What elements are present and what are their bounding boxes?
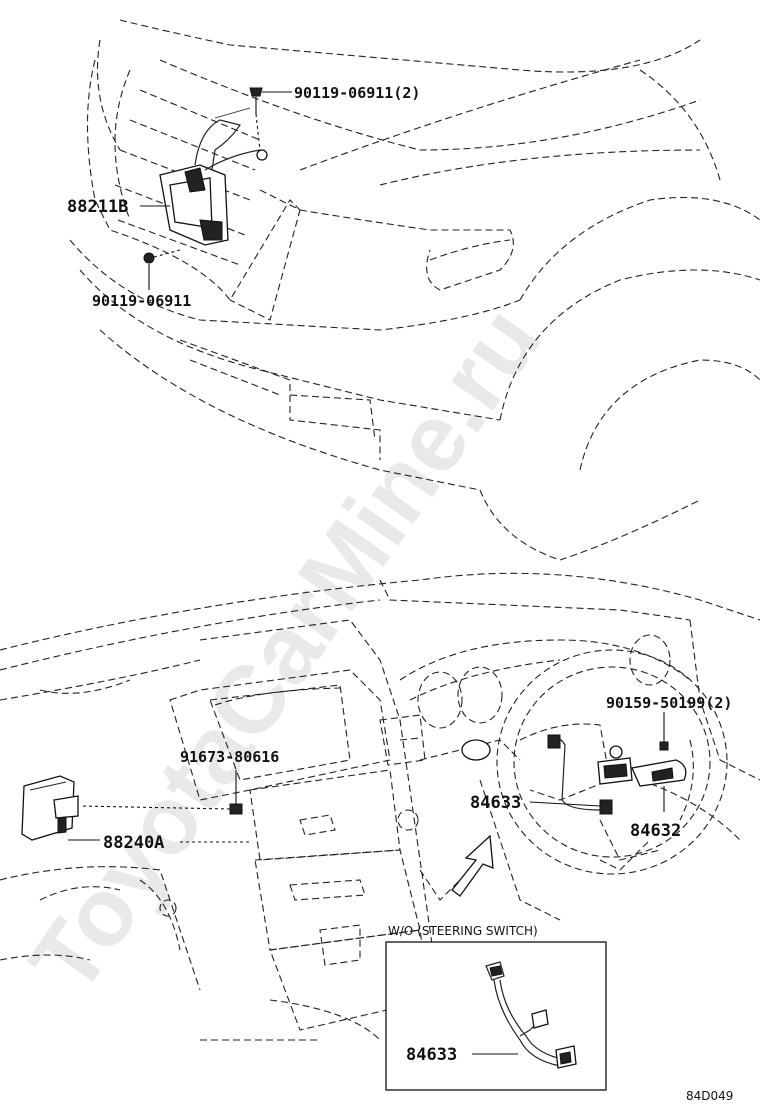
callout-sensor: 88211B xyxy=(67,197,128,217)
module-drawing xyxy=(21,770,243,841)
callout-module: 88240A xyxy=(103,833,164,853)
callout-switch: 84632 xyxy=(630,821,681,841)
callout-screw-wheel: 90159-50199(2) xyxy=(606,694,732,712)
steering-switch-drawing xyxy=(547,712,687,815)
direction-arrow xyxy=(451,834,494,897)
steering-wheel-drawing xyxy=(496,649,728,875)
callout-cable-main: 84633 xyxy=(470,793,521,813)
dashboard-outline xyxy=(0,572,760,1041)
inset-title: W/O (STEERING SWITCH) xyxy=(388,924,538,938)
sensor-assembly-drawing xyxy=(143,87,268,264)
callout-bolt-top: 90119-06911(2) xyxy=(294,84,420,102)
watermark: ToyotaCarMine.ru xyxy=(10,288,562,1012)
callout-bolt-dash: 91673-80616 xyxy=(180,748,279,766)
diagram-code: 84D049 xyxy=(686,1089,733,1103)
leader-cable-main xyxy=(529,801,601,807)
inset-box xyxy=(385,941,607,1091)
vehicle-front-outline xyxy=(69,19,760,561)
callout-cable-inset: 84633 xyxy=(406,1045,457,1065)
callout-bolt-bottom: 90119-06911 xyxy=(92,292,191,310)
